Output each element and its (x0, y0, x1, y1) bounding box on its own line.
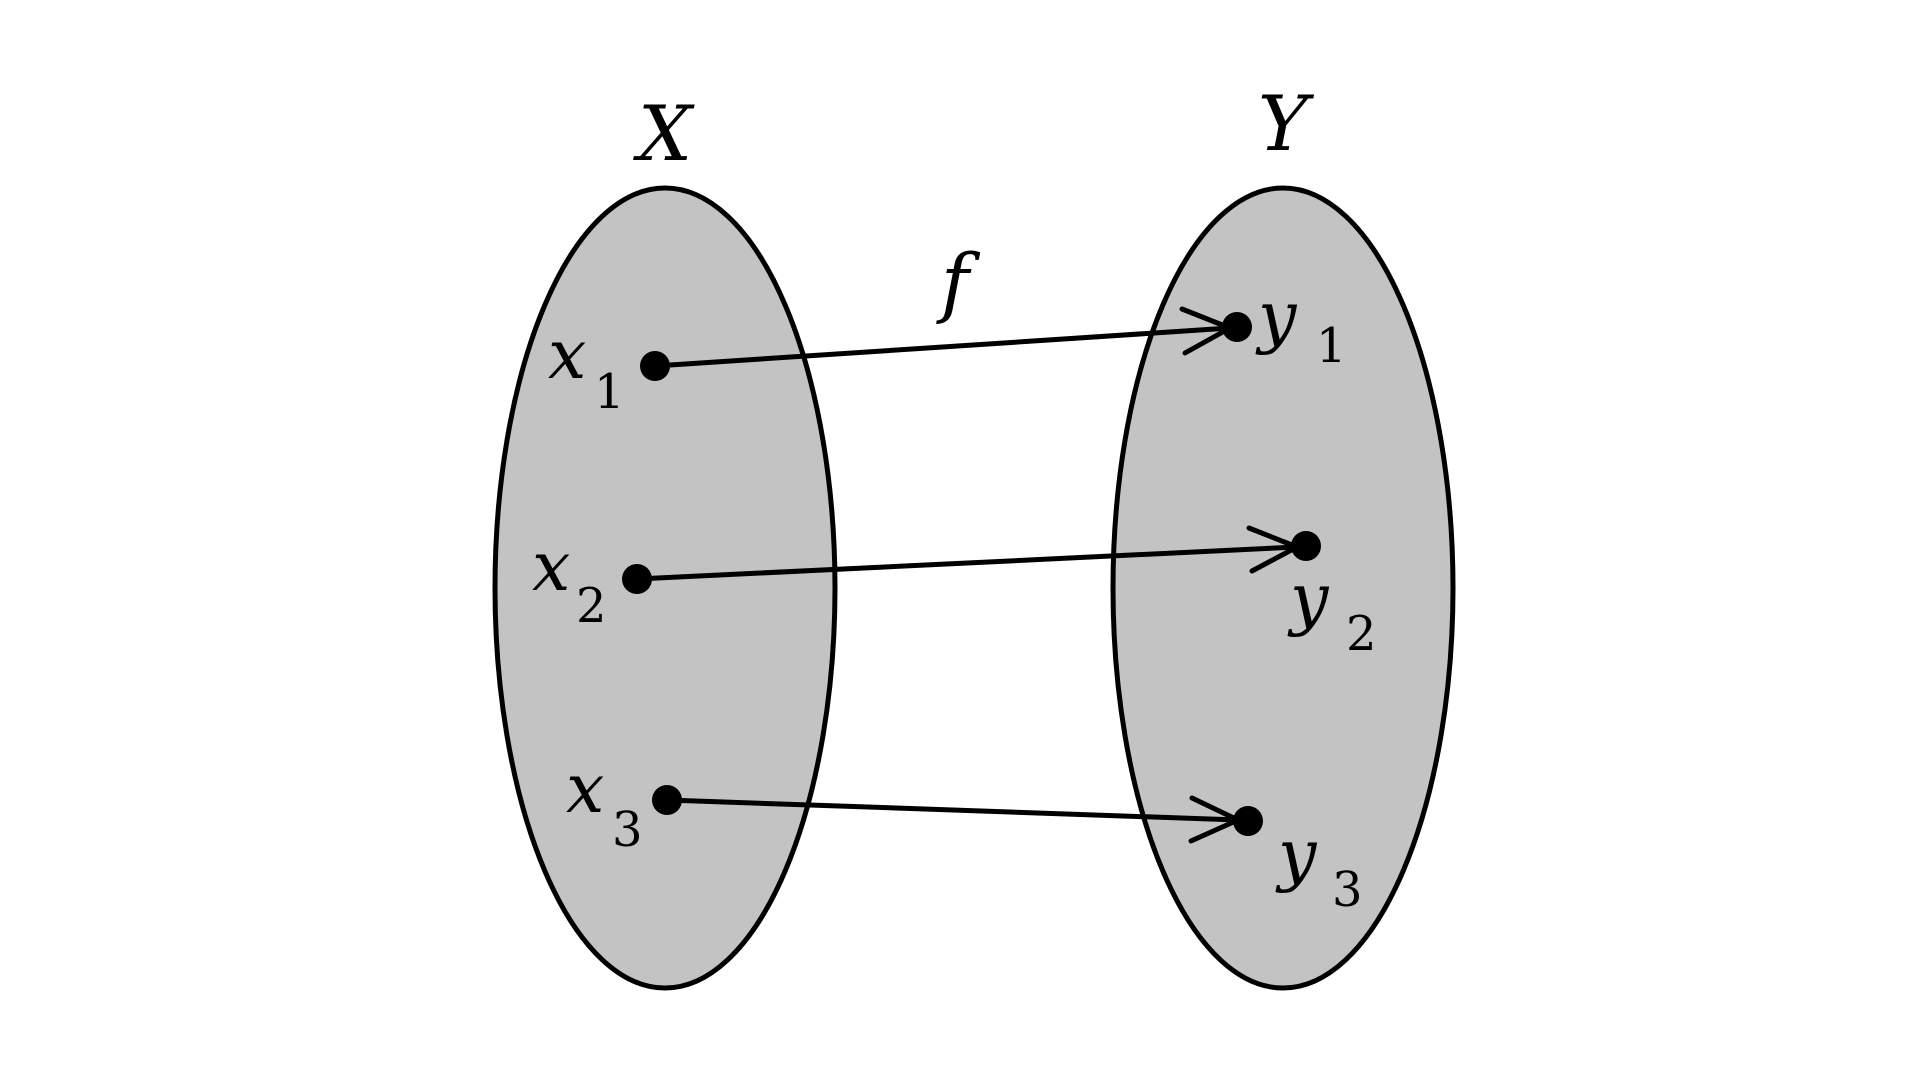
svg-text:2: 2 (1346, 606, 1377, 662)
svg-text:3: 3 (1332, 862, 1363, 918)
svg-text:y: y (1287, 560, 1330, 639)
svg-text:3: 3 (612, 802, 643, 858)
arrow-x1-y1 (652, 325, 1233, 369)
point-x2 (622, 564, 652, 594)
point-y3 (1233, 806, 1263, 836)
svg-text:x: x (532, 528, 570, 607)
set-x-ellipse (492, 185, 838, 991)
set-y-label: Y (1258, 79, 1315, 168)
point-y1 (1222, 312, 1252, 342)
point-y2 (1291, 531, 1321, 561)
label-x3: x 3 (566, 750, 643, 858)
svg-text:1: 1 (594, 364, 625, 420)
set-y-ellipse (1110, 185, 1456, 991)
point-x1 (640, 351, 670, 381)
point-x3 (652, 785, 682, 815)
label-x1: x 1 (548, 316, 625, 420)
svg-text:x: x (548, 316, 586, 395)
svg-text:y: y (1255, 278, 1298, 357)
label-y2: y 2 (1287, 560, 1377, 662)
arrow-x3-y3 (664, 797, 1241, 823)
function-label: f (936, 237, 981, 326)
set-x-label: X (633, 89, 695, 178)
svg-text:y: y (1275, 816, 1318, 895)
svg-text:1: 1 (1316, 318, 1347, 374)
svg-text:x: x (566, 750, 604, 829)
arrow-x2-y2 (634, 544, 1300, 582)
label-x2: x 2 (532, 528, 607, 634)
label-y1: y 1 (1255, 278, 1347, 374)
svg-text:2: 2 (576, 578, 607, 634)
label-y3: y 3 (1275, 816, 1363, 918)
